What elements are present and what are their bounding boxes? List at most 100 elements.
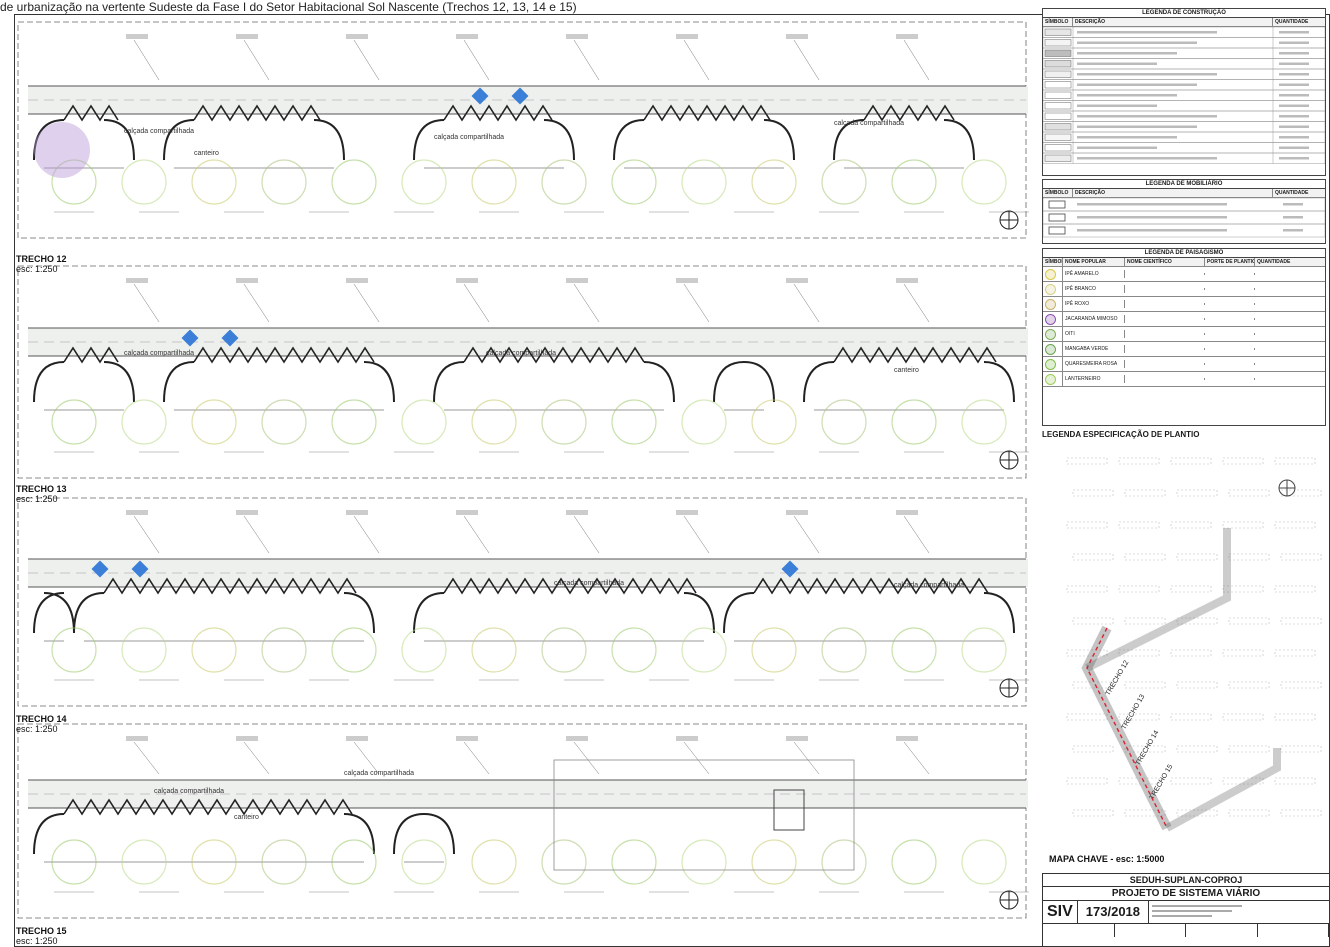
- parcel-block: [1280, 553, 1322, 561]
- legend-construction-rows: [1042, 26, 1326, 164]
- leader-line: [573, 741, 600, 775]
- parcel-block: [1228, 745, 1270, 753]
- curb-arc: [683, 592, 715, 634]
- tree-symbol: [611, 839, 657, 885]
- legend-text-placeholder: [1077, 229, 1227, 232]
- legend-panel: LEGENDA DE CONSTRUÇÃO SÍMBOLO DESCRIÇÃO …: [1040, 6, 1330, 947]
- legend-text-placeholder: [1077, 41, 1197, 44]
- parcel-block: [1176, 617, 1218, 625]
- parcel-block: [1170, 649, 1212, 657]
- canteiro-label-1: canteiro: [194, 150, 219, 157]
- legend-swatch: [1044, 70, 1072, 78]
- parcel-block: [1222, 585, 1264, 593]
- parking-zigzag: [63, 104, 119, 122]
- parcel-block: [1228, 489, 1270, 497]
- legend-text-placeholder: [1077, 203, 1227, 206]
- callout-text-block: [896, 34, 918, 39]
- title-block: SEDUH-SUPLAN-COPROJ PROJETO DE SISTEMA V…: [1042, 873, 1330, 947]
- vegetation-popular-name: LANTERNEIRO: [1063, 375, 1125, 383]
- parcel-block: [1072, 681, 1114, 689]
- parking-zigzag: [463, 346, 645, 364]
- parcel-block: [1072, 745, 1114, 753]
- leader-line: [243, 283, 270, 323]
- legend-qty-placeholder: [1279, 62, 1309, 65]
- parcel-block: [1072, 617, 1114, 625]
- parcel-block: [1176, 681, 1218, 689]
- title-block-id-row: SIV 173/2018: [1043, 901, 1329, 924]
- leader-line: [683, 283, 710, 323]
- leader-line: [243, 741, 270, 775]
- trecho-band-15: [17, 723, 1029, 919]
- curb-arc: [103, 361, 135, 403]
- vegetation-qty: [1255, 378, 1325, 380]
- callout-text-block: [786, 278, 808, 283]
- leader-line: [573, 515, 600, 554]
- vegetation-size: [1205, 333, 1255, 335]
- callout-text-block: [896, 510, 918, 515]
- tree-symbol: [51, 627, 97, 673]
- curb-arc: [803, 361, 835, 403]
- vegetation-row: MANGABA VERDE: [1043, 342, 1325, 357]
- parking-zigzag: [63, 798, 353, 816]
- tree-symbol: [681, 159, 727, 205]
- curb-arc: [723, 592, 755, 634]
- callout-text-block: [896, 736, 918, 741]
- legend-qty-placeholder: [1279, 41, 1309, 44]
- calcada-label-7: calçada compartilhada: [894, 582, 965, 589]
- trecho-15-label: TRECHO 15 esc: 1:250: [16, 926, 67, 946]
- leader-line: [353, 515, 380, 554]
- tree-symbol: [191, 839, 237, 885]
- accessibility-marker: [471, 87, 489, 105]
- legend-text-placeholder: [1077, 31, 1217, 34]
- title-block-org: SEDUH-SUPLAN-COPROJ: [1043, 874, 1329, 887]
- legend-qty-placeholder: [1283, 203, 1303, 206]
- tree-symbol: [1045, 284, 1056, 295]
- callout-text-block: [676, 510, 698, 515]
- parcel-block: [1280, 809, 1322, 817]
- curb-arc: [363, 361, 395, 403]
- curb-arc: [743, 361, 775, 403]
- parcel-block: [1124, 745, 1166, 753]
- legend-vegetation-title: LEGENDA DE PAISAGISMO: [1043, 249, 1325, 258]
- leader-line: [463, 39, 490, 81]
- tb-cell-4: [1258, 924, 1329, 937]
- legend-qty-placeholder: [1283, 216, 1303, 219]
- legend-qty-placeholder: [1279, 83, 1309, 86]
- legend-qty-placeholder: [1279, 146, 1309, 149]
- vegetation-scientific-name: [1125, 378, 1205, 380]
- col-quantidade: QUANTIDADE: [1275, 190, 1309, 196]
- parcel-block: [1228, 617, 1270, 625]
- legend-qty-placeholder: [1279, 115, 1309, 118]
- calcada-label-1: calçada compartilhada: [124, 128, 195, 135]
- parcel-block: [1066, 649, 1108, 657]
- parcel-block: [1274, 649, 1316, 657]
- tree-symbol: [681, 627, 727, 673]
- legend-text-placeholder: [1077, 104, 1157, 107]
- tree-symbol: [1045, 299, 1056, 310]
- curb-arc: [313, 119, 345, 161]
- legend-swatch: [1044, 91, 1072, 99]
- callout-text-block: [786, 510, 808, 515]
- tree-symbol: [961, 159, 1007, 205]
- tree-symbol: [401, 627, 447, 673]
- callout-text-block: [346, 34, 368, 39]
- leader-line: [133, 515, 160, 554]
- col-simbolo: SÍMBOLO: [1045, 258, 1063, 266]
- callout-text-block: [566, 34, 588, 39]
- furniture-symbol: [1048, 226, 1066, 235]
- curb-arc: [343, 592, 375, 634]
- tree-symbol: [961, 627, 1007, 673]
- legend-swatch: [1044, 28, 1072, 36]
- leader-line: [133, 741, 160, 775]
- vegetation-row: JACARANDÁ MIMOSO: [1043, 312, 1325, 327]
- tree-symbol: [1045, 269, 1056, 280]
- legend-text-placeholder: [1077, 62, 1157, 65]
- legend-swatch: [1044, 49, 1072, 57]
- legend-qty-placeholder: [1279, 157, 1309, 160]
- leader-line: [353, 741, 380, 775]
- curb-arc: [943, 119, 975, 161]
- parcel-block: [1124, 681, 1166, 689]
- tree-symbol: [121, 159, 167, 205]
- parcel-block: [1124, 809, 1166, 817]
- vegetation-symbol: [1043, 282, 1063, 296]
